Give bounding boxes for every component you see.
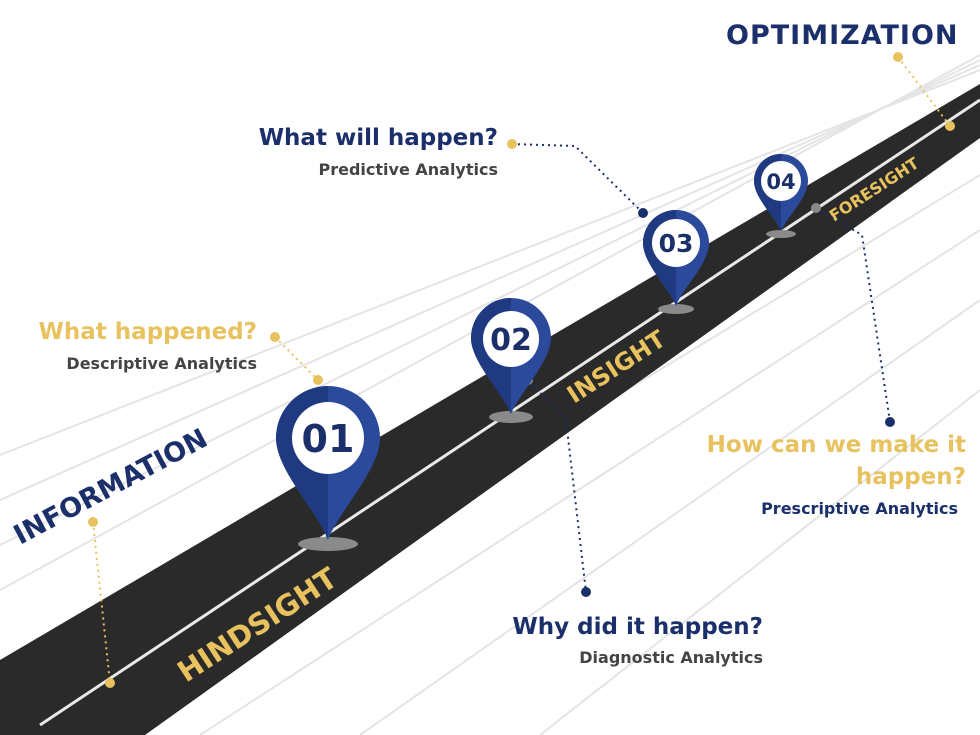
stage-04-type: Prescriptive Analytics — [761, 499, 958, 518]
pin-03-number: 03 — [659, 229, 694, 258]
stage-03-type: Predictive Analytics — [318, 160, 499, 179]
stage-03-question: What will happen? — [258, 125, 498, 151]
road — [0, 84, 980, 735]
connector-optimization — [897, 56, 951, 127]
connectors — [92, 56, 951, 684]
phase-optimization: OPTIMIZATION — [726, 20, 959, 51]
connector-stage-03 — [511, 143, 644, 214]
stage-04-question-line2: happen? — [855, 464, 966, 490]
pin-02: 02 — [471, 298, 551, 423]
stage-02-question: Why did it happen? — [512, 614, 763, 640]
pin-01-number: 01 — [302, 417, 355, 461]
pin-03: 03 — [643, 210, 709, 314]
pin-02-number: 02 — [490, 323, 532, 358]
stage-02-type: Diagnostic Analytics — [579, 648, 763, 667]
pin-04-number: 04 — [766, 170, 795, 194]
stage-01-type: Descriptive Analytics — [66, 354, 257, 373]
stage-04-question-line1: How can we make it — [706, 432, 966, 458]
stage-01-question: What happened? — [38, 319, 257, 345]
pin-01: 01 — [276, 386, 380, 551]
connector-stage-02 — [527, 379, 587, 593]
pin-04: 04 — [754, 154, 808, 238]
phase-information: INFORMATION — [9, 423, 213, 551]
connector-stage-01 — [274, 336, 319, 381]
